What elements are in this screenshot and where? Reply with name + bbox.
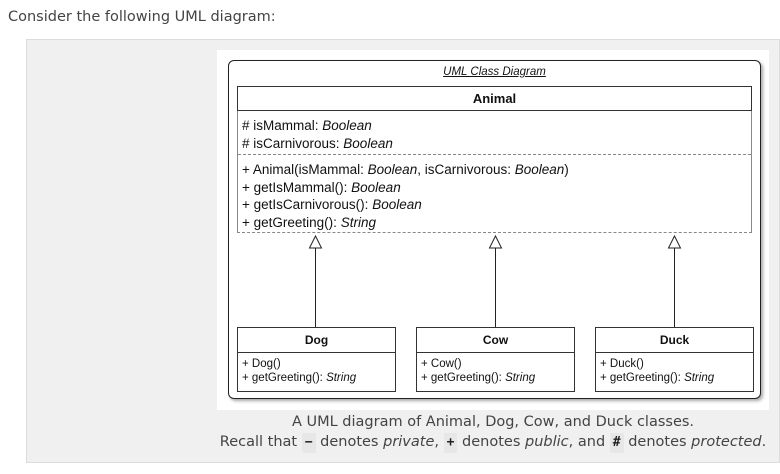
- caption-line-1: A UML diagram of Animal, Dog, Cow, and D…: [291, 414, 695, 430]
- method-duck-constructor: + Duck(): [600, 358, 644, 370]
- class-dog-name: Dog: [238, 328, 395, 353]
- caption-line-2: Recall that − denotes private, + denotes…: [217, 432, 769, 453]
- symbol-private: −: [301, 433, 316, 453]
- class-cow: Cow + Cow() + getGreeting(): String: [416, 327, 575, 392]
- inheritance-arrowhead-cow: [488, 234, 503, 249]
- uml-frame: UML Class Diagram Animal # isMammal: Boo…: [228, 60, 761, 399]
- class-duck: Duck + Duck() + getGreeting(): String: [595, 327, 754, 392]
- compartment-divider: [238, 154, 751, 155]
- method-animal-constructor: + Animal(isMammal: Boolean, isCarnivorou…: [242, 162, 569, 177]
- class-duck-name: Duck: [596, 328, 753, 353]
- class-cow-name: Cow: [417, 328, 574, 353]
- method-get-is-carnivorous: + getIsCarnivorous(): Boolean: [242, 197, 422, 212]
- attribute-is-carnivorous: # isCarnivorous: Boolean: [242, 135, 393, 151]
- class-cow-methods: + Cow() + getGreeting(): String: [417, 353, 574, 385]
- figure-caption: A UML diagram of Animal, Dog, Cow, and D…: [217, 412, 769, 453]
- class-animal-methods: + Animal(isMammal: Boolean, isCarnivorou…: [242, 161, 569, 231]
- class-dog: Dog + Dog() + getGreeting(): String: [237, 327, 396, 392]
- inheritance-arrowhead-dog: [308, 234, 323, 249]
- symbol-protected: #: [609, 433, 624, 453]
- class-duck-methods: + Duck() + getGreeting(): String: [596, 353, 753, 385]
- method-cow-get-greeting: + getGreeting(): String: [421, 372, 536, 384]
- method-dog-get-greeting: + getGreeting(): String: [242, 372, 357, 384]
- symbol-public: +: [443, 433, 458, 453]
- method-dog-constructor: + Dog(): [242, 358, 281, 370]
- class-animal-name: Animal: [237, 86, 752, 111]
- class-dog-methods: + Dog() + getGreeting(): String: [238, 353, 395, 385]
- uml-figure: UML Class Diagram Animal # isMammal: Boo…: [217, 50, 769, 410]
- intro-text: Consider the following UML diagram:: [8, 9, 276, 25]
- method-cow-constructor: + Cow(): [421, 358, 462, 370]
- method-get-greeting: + getGreeting(): String: [242, 214, 376, 230]
- method-get-is-mammal: + getIsMammal(): Boolean: [242, 179, 401, 195]
- inheritance-arrowhead-duck: [667, 234, 682, 249]
- diagram-title: UML Class Diagram: [443, 66, 546, 78]
- class-animal-attributes: # isMammal: Boolean # isCarnivorous: Boo…: [242, 117, 393, 152]
- class-animal-body: # isMammal: Boolean # isCarnivorous: Boo…: [237, 111, 752, 233]
- method-duck-get-greeting: + getGreeting(): String: [600, 372, 715, 384]
- attribute-is-mammal: # isMammal: Boolean: [242, 118, 372, 133]
